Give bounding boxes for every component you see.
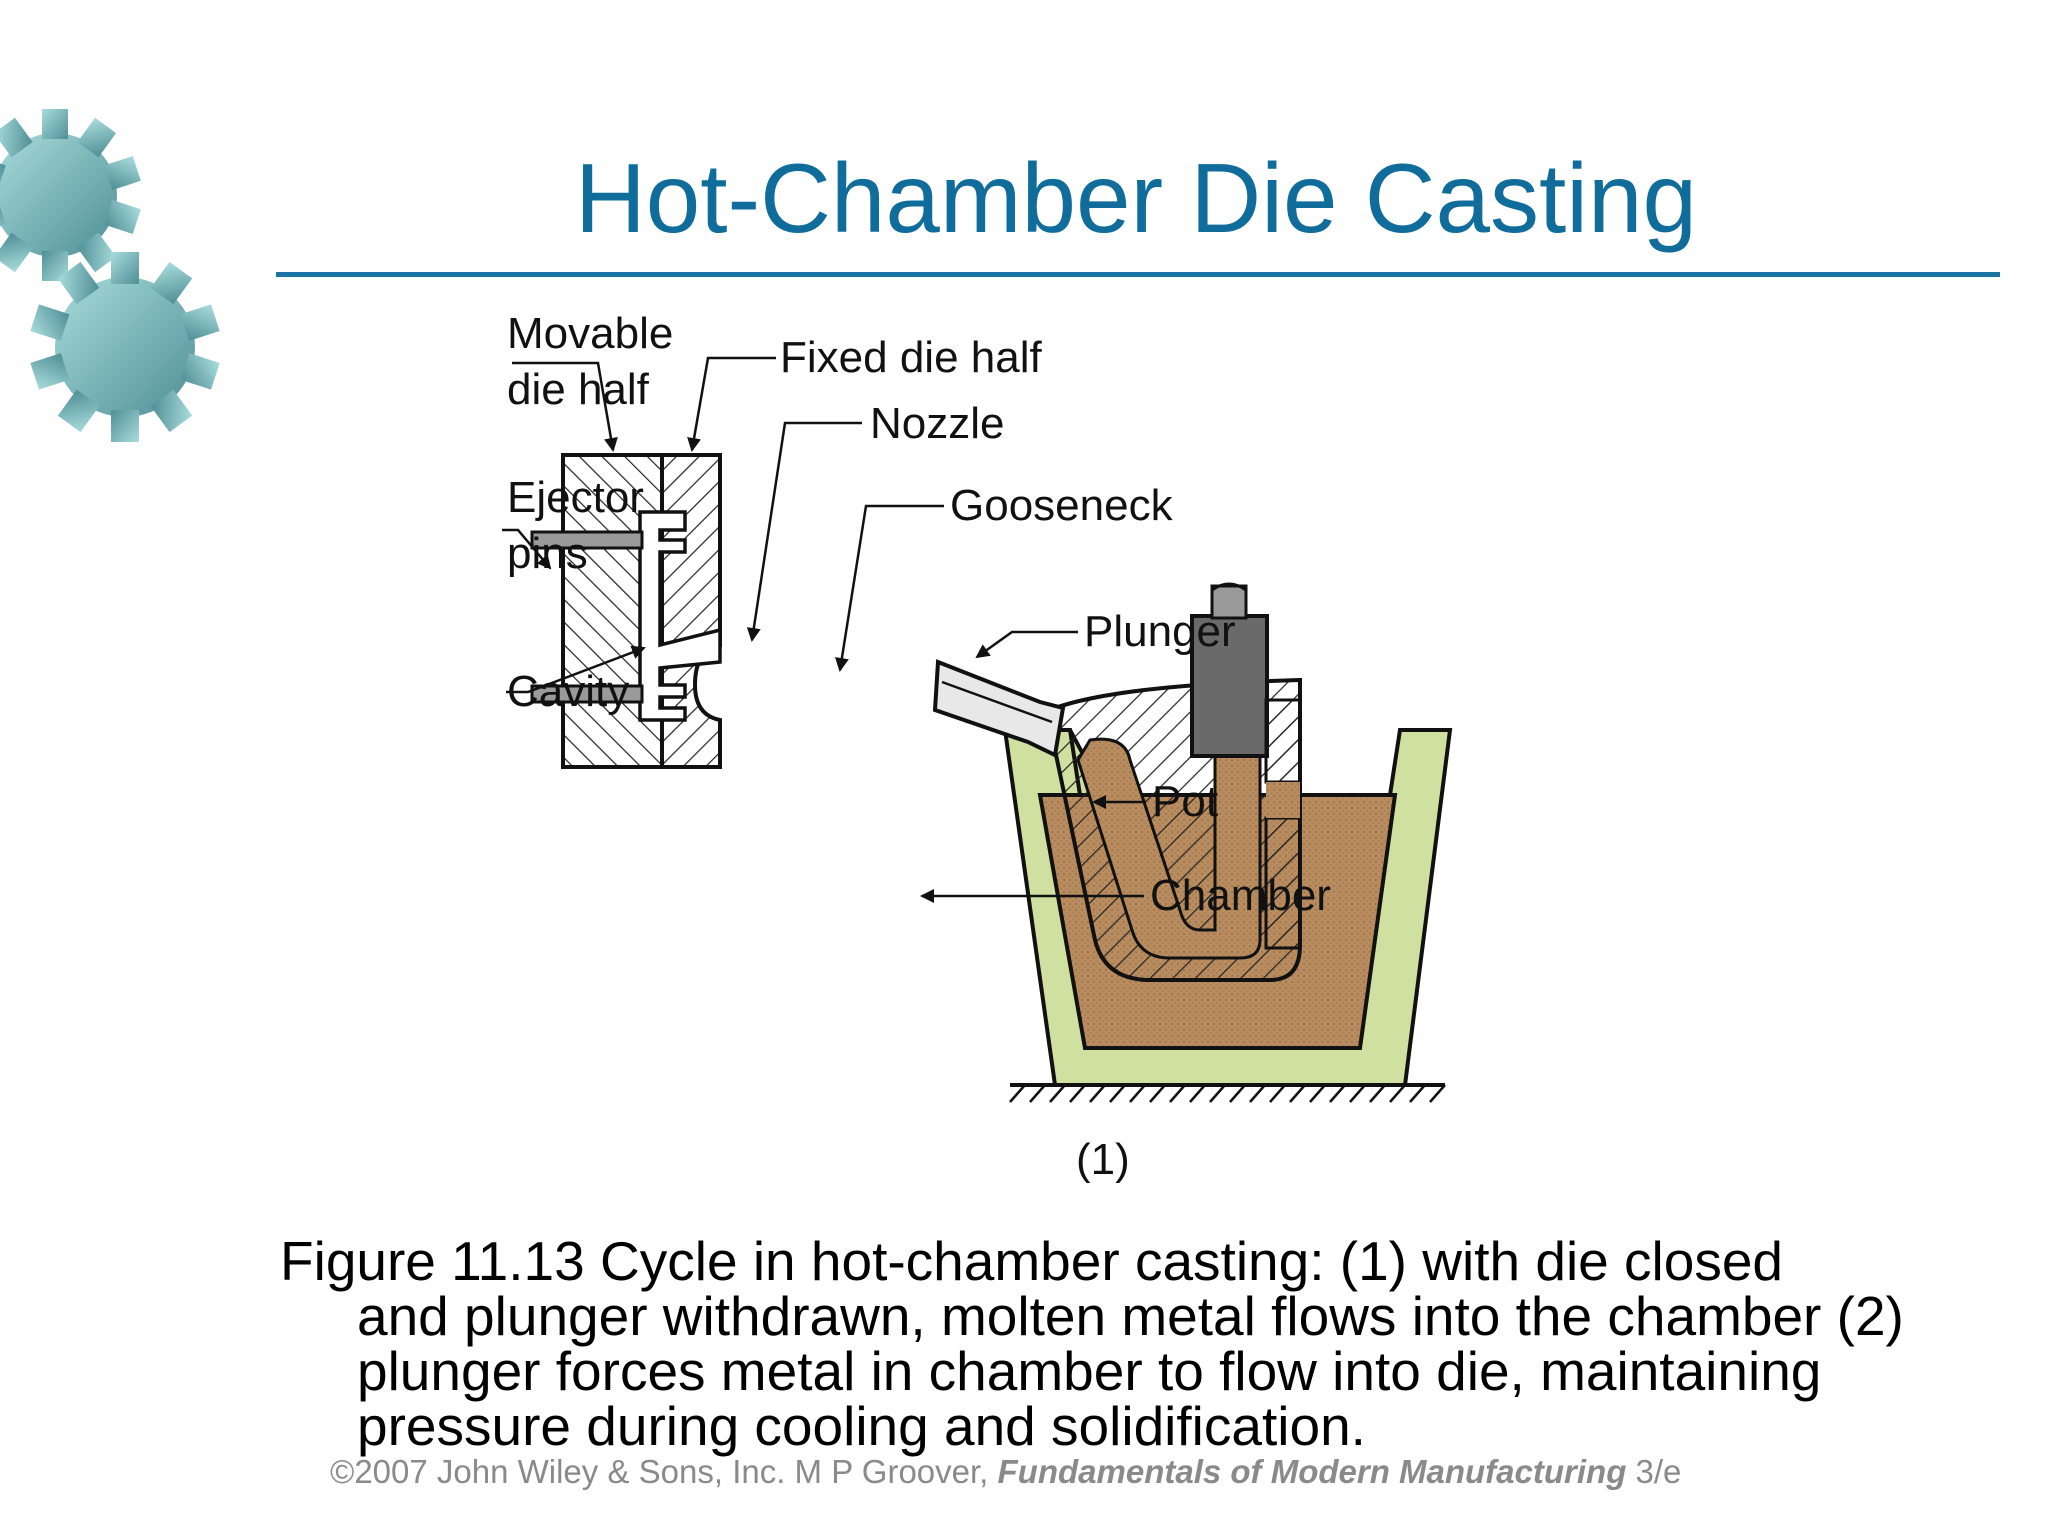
leader-plunger: [975, 630, 1078, 659]
label-nozzle: Nozzle: [870, 399, 1005, 448]
diagram-drawing: [502, 356, 1453, 1103]
gear-icon-bottom: [30, 252, 220, 442]
title-divider: [276, 272, 2000, 277]
leader-ejector: [502, 528, 552, 570]
footer-edition: 3/e: [1626, 1453, 1682, 1490]
nozzle: [932, 659, 1066, 758]
footer-book-title: Fundamentals of Modern Manufacturing: [997, 1453, 1627, 1490]
label-pot: Pot: [1152, 777, 1219, 826]
label-plunger: Plunger: [1084, 607, 1236, 656]
label-ejector-pins-2: pins: [507, 529, 588, 578]
leader-fixed: [687, 356, 776, 452]
footer-credit: ©2007 John Wiley & Sons, Inc. M P Groove…: [330, 1452, 1681, 1492]
cavity: [638, 510, 722, 722]
caption-line-1: Figure 11.13 Cycle in hot-chamber castin…: [280, 1230, 1784, 1292]
caption-line-4: pressure during cooling and solidificati…: [357, 1395, 1366, 1457]
label-stage: (1): [1076, 1135, 1130, 1184]
leader-cavity: [506, 645, 646, 694]
ejector-pin-bottom: [530, 684, 644, 704]
ejector-pin-top: [530, 530, 644, 550]
gear-icon-top: [0, 109, 141, 281]
figure-caption: Figure 11.13 Cycle in hot-chamber castin…: [280, 1234, 2000, 1454]
leader-nozzle: [746, 421, 862, 642]
label-fixed-die-half: Fixed die half: [780, 333, 1042, 382]
slide-title: Hot-Chamber Die Casting: [575, 143, 1697, 253]
leader-gooseneck: [834, 504, 944, 672]
label-cavity: Cavity: [507, 667, 630, 716]
caption-line-2: and plunger withdrawn, molten metal flow…: [357, 1285, 1904, 1347]
label-chamber: Chamber: [1150, 871, 1331, 920]
hot-chamber-diagram: Movable die half Fixed die half Nozzle E…: [480, 290, 1750, 1200]
label-gooseneck: Gooseneck: [950, 481, 1173, 530]
caption-line-3: plunger forces metal in chamber to flow …: [357, 1340, 1822, 1402]
gears-icon: [0, 109, 220, 442]
floor: [1009, 1083, 1446, 1103]
label-ejector-pins-1: Ejector: [507, 473, 644, 522]
plunger: [1190, 614, 1269, 758]
label-movable-die-half-2: die half: [507, 365, 649, 414]
label-movable-die-half-1: Movable: [507, 309, 674, 358]
footer-copyright: ©2007 John Wiley & Sons, Inc. M P Groove…: [330, 1453, 998, 1490]
leader-movable: [512, 361, 618, 452]
plunger-rod: [1210, 584, 1248, 620]
